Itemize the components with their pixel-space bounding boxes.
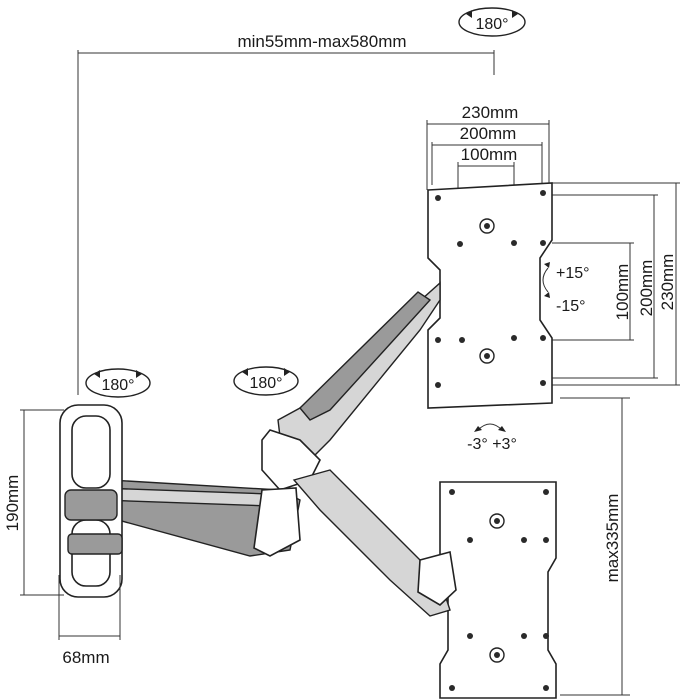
tilt-up-label: +15° — [556, 265, 590, 282]
tilt-down-label: -15° — [556, 298, 586, 315]
lower-arm — [87, 479, 301, 557]
arrow-right-icon — [284, 368, 290, 376]
plate-width-dimensions: 230mm 200mm 100mm — [426, 103, 550, 192]
wall-rotation-badge: 180° — [85, 368, 151, 398]
top-rotation-label: 180° — [475, 16, 508, 33]
max-height-label: max335mm — [603, 494, 622, 583]
arrow-left-icon — [242, 368, 248, 376]
arrow-left-icon — [94, 370, 100, 378]
plate-width-mid-label: 200mm — [460, 124, 517, 143]
plate-height-dimensions: 230mm 200mm 100mm — [552, 182, 680, 386]
elbow-rotation-label: 180° — [249, 375, 282, 392]
arrow-up-icon — [544, 262, 550, 268]
plate-height-mid-label: 200mm — [637, 260, 656, 317]
plate-height-inner-label: 100mm — [613, 264, 632, 321]
arrow-left-icon — [466, 10, 472, 18]
arrow-down-icon — [544, 292, 550, 298]
tilt-indicator: +15° -15° — [542, 262, 590, 315]
wall-rotation-label: 180° — [101, 377, 134, 394]
reach-dimension: min55mm-max580mm — [77, 32, 495, 395]
vesa-plate-upper — [427, 182, 553, 409]
wall-bracket-dimensions: 190mm 68mm — [3, 409, 121, 667]
arrow-right-icon — [136, 370, 142, 378]
plate-width-outer-label: 230mm — [462, 103, 519, 122]
plate-height-outer-label: 230mm — [658, 254, 677, 311]
arrow-left-icon — [474, 426, 482, 432]
gas-spring-arm — [261, 281, 457, 617]
top-rotation-badge: 180° — [458, 7, 526, 37]
wall-height-label: 190mm — [3, 475, 22, 532]
arrow-right-icon — [512, 10, 518, 18]
wall-width-label: 68mm — [62, 648, 109, 667]
max-height-dimension: max335mm — [560, 397, 630, 696]
reach-label: min55mm-max580mm — [237, 32, 406, 51]
swivel-label: -3° +3° — [467, 436, 517, 453]
elbow-rotation-badge: 180° — [233, 366, 299, 396]
swivel-indicator: -3° +3° — [467, 423, 517, 453]
vesa-plate-lower — [439, 481, 557, 699]
arrow-right-icon — [498, 426, 506, 432]
wall-bracket — [59, 404, 123, 598]
plate-width-inner-label: 100mm — [461, 145, 518, 164]
